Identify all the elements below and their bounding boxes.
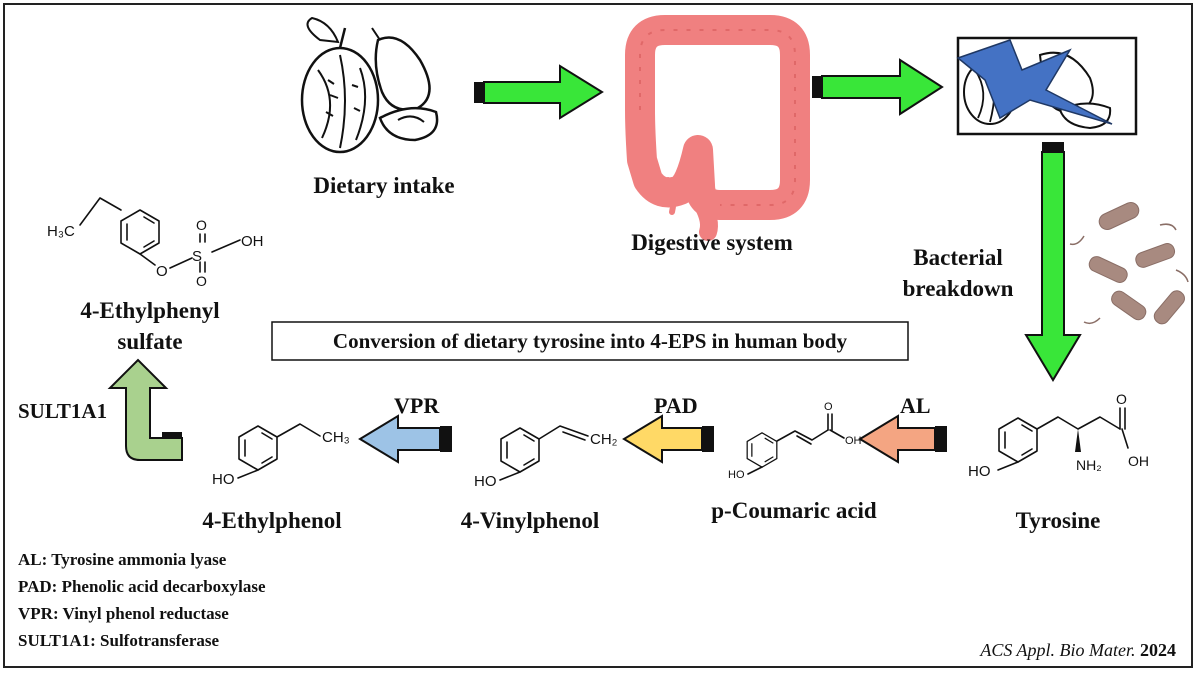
- compound-vinylphenol: 4-Vinylphenol: [461, 508, 599, 533]
- svg-text:O: O: [196, 273, 207, 289]
- enzyme-sult: SULT1A1: [18, 399, 107, 423]
- stage-dietary-intake: Dietary intake: [313, 173, 454, 198]
- legend-item: SULT1A1: Sulfotransferase: [18, 631, 219, 650]
- structure-4-ethylphenol: CH₃ HO: [212, 423, 350, 488]
- legend-item: AL: Tyrosine ammonia lyase: [18, 550, 227, 569]
- breakdown-box: [956, 36, 1138, 136]
- structure-tyrosine: O OH NH₂ HO: [968, 391, 1149, 480]
- enzyme-pad: PAD: [654, 393, 698, 418]
- svg-text:OH: OH: [1128, 453, 1149, 469]
- svg-text:S: S: [192, 248, 202, 265]
- enzyme-al: AL: [900, 393, 931, 418]
- svg-text:HO: HO: [728, 469, 745, 481]
- svg-text:NH₂: NH₂: [1076, 457, 1102, 473]
- svg-text:HO: HO: [212, 471, 235, 488]
- diagram-title: Conversion of dietary tyrosine into 4-EP…: [333, 329, 848, 353]
- svg-text:OH: OH: [845, 435, 862, 447]
- structure-4-vinylphenol: CH₂ HO: [474, 425, 618, 490]
- enzyme-vpr: VPR: [394, 393, 440, 418]
- stage-digestive-system: Digestive system: [631, 230, 793, 255]
- structure-4-ethylphenyl-sulfate: H₃C O S O O OH: [47, 197, 264, 289]
- bacteria-illustration: [1069, 202, 1189, 325]
- svg-text:HO: HO: [474, 473, 497, 490]
- flow-arrow-2: [812, 58, 944, 116]
- svg-text:O: O: [1116, 391, 1127, 407]
- fruit-illustration: [300, 16, 439, 154]
- flow-arrow-down: [1024, 142, 1082, 382]
- compound-coumaric: p-Coumaric acid: [711, 498, 877, 523]
- enzyme-legend: AL: Tyrosine ammonia lyase PAD: Phenolic…: [18, 550, 266, 650]
- svg-text:O: O: [824, 401, 833, 413]
- svg-text:O: O: [196, 217, 207, 233]
- svg-text:CH₂: CH₂: [590, 431, 618, 448]
- legend-item: VPR: Vinyl phenol reductase: [18, 604, 229, 623]
- sult-arrow: [107, 358, 183, 461]
- svg-text:HO: HO: [968, 463, 991, 480]
- structure-p-coumaric-acid: O OH HO: [728, 401, 862, 481]
- pad-arrow: [622, 414, 714, 464]
- compound-ethylphenol: 4-Ethylphenol: [202, 508, 341, 533]
- compound-eps-1: 4-Ethylphenyl: [80, 298, 219, 323]
- flow-arrow-1: [474, 64, 604, 120]
- al-arrow: [858, 414, 947, 464]
- svg-text:CH₃: CH₃: [322, 429, 350, 446]
- stage-bacterial-1: Bacterial: [913, 245, 1002, 270]
- citation: ACS Appl. Bio Mater. 2024: [979, 640, 1176, 660]
- svg-text:H₃C: H₃C: [47, 223, 75, 240]
- title-box: [271, 321, 909, 361]
- colon-illustration: [625, 15, 810, 241]
- lightning-icon: [956, 39, 1113, 125]
- svg-text:OH: OH: [241, 233, 264, 250]
- vpr-arrow: [358, 414, 452, 464]
- compound-eps-2: sulfate: [117, 329, 182, 354]
- svg-text:O: O: [156, 263, 168, 280]
- stage-bacterial-2: breakdown: [903, 276, 1014, 301]
- legend-item: PAD: Phenolic acid decarboxylase: [18, 577, 266, 596]
- compound-tyrosine: Tyrosine: [1016, 508, 1101, 533]
